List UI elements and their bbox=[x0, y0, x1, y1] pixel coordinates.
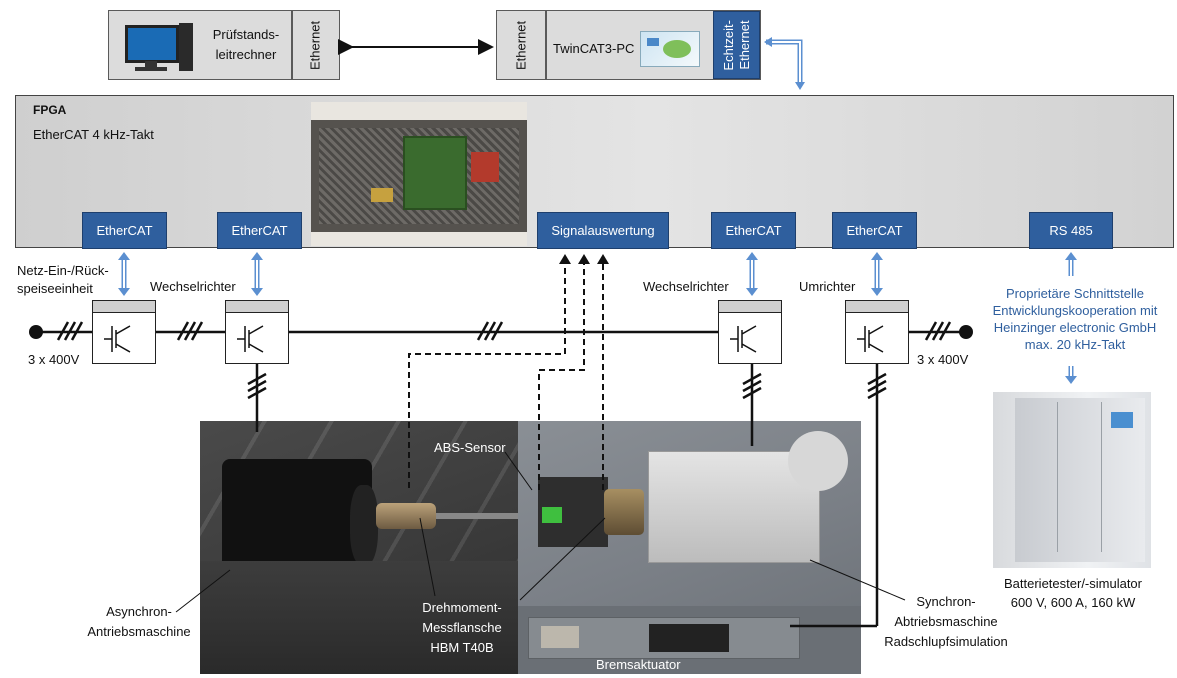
echtzeit-ethernet-port: Echtzeit- Ethernet bbox=[713, 11, 760, 79]
signalauswertung-interface: Signalauswertung bbox=[537, 212, 669, 249]
pruefstandsleitrechner-box: Prüfstands- leitrechner Ethernet bbox=[108, 10, 340, 80]
battery-simulator-photo bbox=[993, 392, 1151, 568]
bremsaktuator-label: Bremsaktuator bbox=[596, 657, 681, 672]
ethercat-interface-4: EtherCAT bbox=[832, 212, 917, 249]
fpga-title: FPGA bbox=[33, 103, 67, 117]
fpga-board-photo bbox=[311, 102, 527, 246]
netz-label: Netz-Ein-/Rück- speiseeinheit bbox=[17, 263, 109, 296]
abs-sensor-label: ABS-Sensor bbox=[434, 440, 506, 455]
rs485-interface: RS 485 bbox=[1029, 212, 1113, 249]
ethercat-interface-2: EtherCAT bbox=[217, 212, 302, 249]
battery-title: Batterietester/-simulator bbox=[1004, 576, 1142, 591]
monitor-icon bbox=[121, 21, 199, 73]
umrichter-label: Umrichter bbox=[799, 279, 856, 294]
ethercat-interface-1: EtherCAT bbox=[82, 212, 167, 249]
test-bench-photo-left bbox=[200, 421, 518, 674]
pc1-label: Prüfstands- leitrechner bbox=[212, 27, 280, 62]
proprietary-line-2: Entwicklungskooperation mit bbox=[992, 303, 1158, 318]
wechselrichter-left-label: Wechselrichter bbox=[150, 279, 236, 294]
inverter-umrichter bbox=[845, 300, 909, 364]
twincat-label: TwinCAT3-PC bbox=[553, 41, 635, 56]
proprietary-line-1: Proprietäre Schnittstelle bbox=[1005, 286, 1144, 301]
bremsaktuator-shape bbox=[528, 617, 800, 659]
fpga-subtitle: EtherCAT 4 kHz-Takt bbox=[33, 127, 154, 142]
synchron-label: Synchron- Abtriebsmaschine Radschlupfsim… bbox=[884, 594, 1008, 649]
proprietary-interface-text: Proprietäre Schnittstelle Entwicklungsko… bbox=[980, 285, 1170, 353]
voltage-left-label: 3 x 400V bbox=[28, 352, 80, 367]
twincat-pc-box: Ethernet TwinCAT3-PC Echtzeit- Ethernet bbox=[496, 10, 761, 80]
twincat-logo-icon bbox=[640, 31, 700, 67]
battery-spec: 600 V, 600 A, 160 kW bbox=[1010, 595, 1136, 610]
wechselrichter-right-label: Wechselrichter bbox=[643, 279, 729, 294]
ethercat-interface-3: EtherCAT bbox=[711, 212, 796, 249]
proprietary-line-4: max. 20 kHz-Takt bbox=[1024, 337, 1126, 352]
inverter-wechselrichter-left bbox=[225, 300, 289, 364]
voltage-right-label: 3 x 400V bbox=[917, 352, 969, 367]
inverter-netz bbox=[92, 300, 156, 364]
proprietary-line-3: Heinzinger electronic GmbH bbox=[993, 320, 1157, 335]
asynchron-label: Asynchron- Antriebsmaschine bbox=[87, 604, 191, 639]
test-bench-photo-right bbox=[518, 421, 861, 674]
drehmoment-label: Drehmoment- Messflansche HBM T40B bbox=[422, 600, 502, 655]
inverter-wechselrichter-right bbox=[718, 300, 782, 364]
